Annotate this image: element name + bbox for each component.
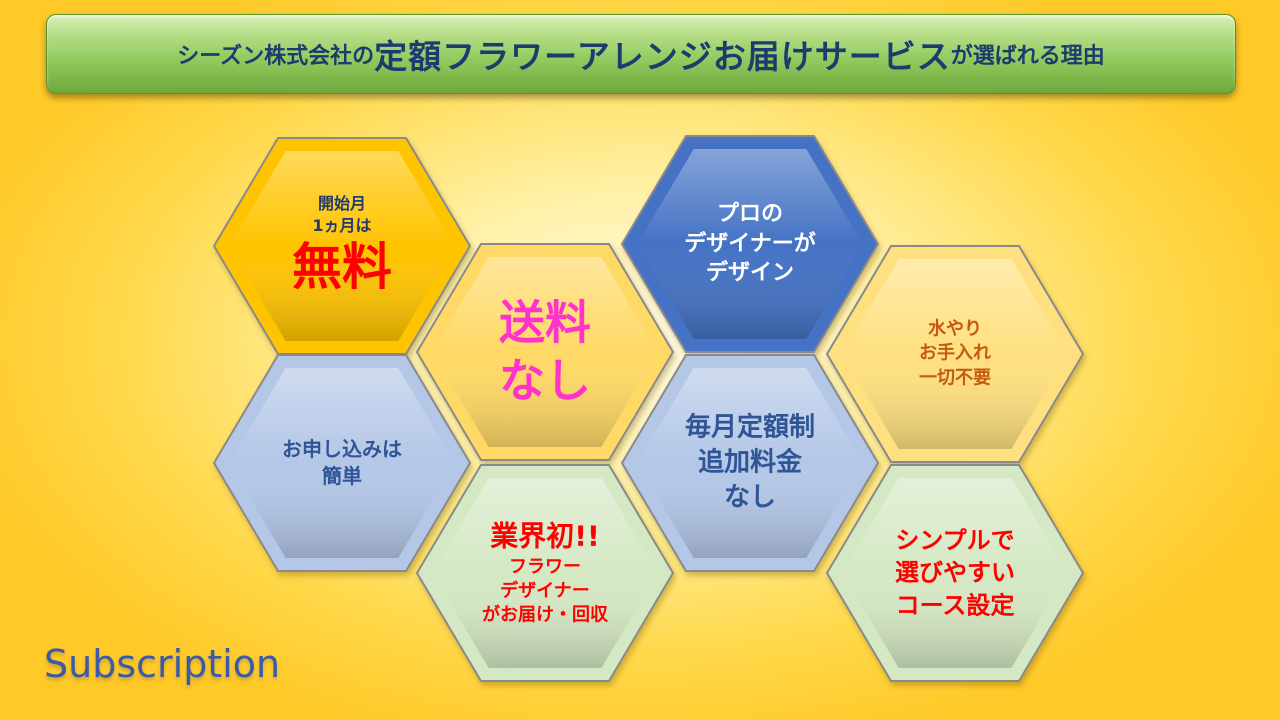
hex-text-easy-apply: お申し込みは簡単	[282, 436, 402, 490]
hex-bevel	[842, 477, 1068, 669]
hex-line: 水やり	[928, 318, 982, 340]
title-banner: シーズン株式会社の 定額フラワーアレンジお届けサービス が選ばれる理由	[46, 14, 1236, 94]
hex-no-care	[825, 245, 1085, 463]
hex-line: お手入れ	[919, 342, 991, 364]
hex-line: 無料	[292, 238, 392, 297]
hex-bevel	[637, 367, 863, 559]
hex-line: 1ヵ月は	[312, 215, 372, 235]
hex-line: 追加料金	[697, 447, 803, 478]
hex-simple-course	[825, 464, 1085, 682]
subscription-label: Subscription	[44, 642, 281, 686]
hex-text-simple-course: シンプルで選びやすいコース設定	[895, 524, 1015, 621]
hex-bevel	[432, 256, 658, 448]
hex-pro-designer	[620, 135, 880, 353]
hex-easy-apply	[212, 354, 472, 572]
hex-line: デザイナー	[500, 580, 590, 602]
hex-text-no-shipping: 送料なし	[499, 295, 591, 410]
hex-industry-first	[415, 464, 675, 682]
hex-line: なし	[499, 353, 591, 407]
hex-line: 送料	[499, 295, 591, 350]
hex-line: 開始月	[317, 194, 366, 214]
hex-free-first-month	[212, 137, 472, 355]
hex-line: プロの	[716, 201, 783, 227]
hex-line: 簡単	[322, 464, 362, 488]
hex-line: デザイン	[705, 260, 794, 286]
hex-line: がお届け・回収	[482, 605, 608, 627]
hex-line: お申し込みは	[282, 437, 402, 461]
hex-bevel	[637, 148, 863, 340]
hex-line: コース設定	[895, 591, 1015, 620]
hex-text-industry-first: 業界初!! フラワーデザイナーがお届け・回収	[482, 518, 608, 629]
hex-line: フラワー	[509, 556, 581, 578]
hex-line: デザイナーが	[684, 231, 816, 257]
hex-bevel	[229, 150, 455, 342]
hex-text-no-care: 水やりお手入れ一切不要	[919, 318, 991, 391]
title-reason: が選ばれる理由	[950, 44, 1105, 69]
hex-text-flat-rate: 毎月定額制追加料金なし	[685, 410, 815, 515]
hex-line: 一切不要	[919, 367, 991, 389]
hex-line: シンプルで	[895, 526, 1015, 555]
hex-line: 業界初!!	[490, 519, 600, 553]
hex-flat-rate	[620, 354, 880, 572]
hex-line: 毎月定額制	[684, 412, 816, 443]
hex-line: 選びやすい	[895, 558, 1015, 587]
hex-bevel	[229, 367, 455, 559]
hex-line: なし	[723, 482, 777, 513]
hex-bevel	[842, 258, 1068, 450]
hex-no-shipping	[415, 243, 675, 461]
title-company: シーズン株式会社の	[177, 44, 375, 69]
hex-text-pro-designer: プロのデザイナーがデザイン	[684, 199, 816, 288]
title-service: 定額フラワーアレンジお届けサービス	[374, 37, 951, 76]
hex-bevel	[432, 477, 658, 669]
